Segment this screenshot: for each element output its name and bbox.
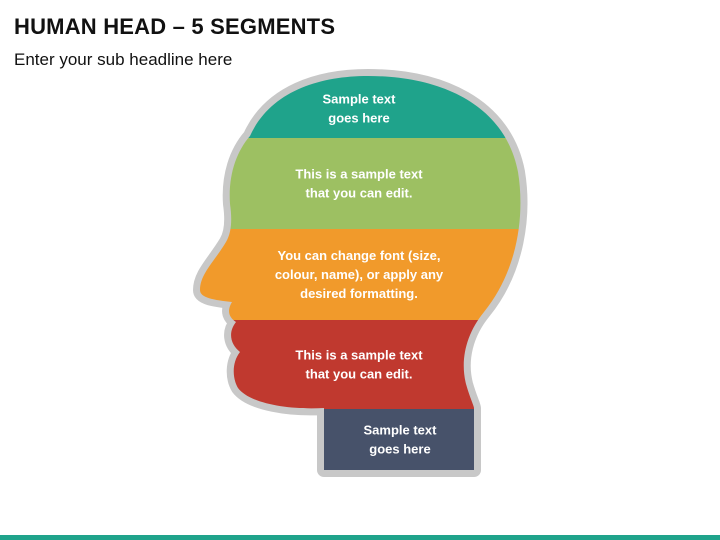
- segment-5-line-2: goes here: [369, 442, 430, 457]
- segment-2-line-2: that you can edit.: [306, 186, 413, 201]
- segment-4-line-2: that you can edit.: [306, 367, 413, 382]
- head-segment-3: [200, 229, 521, 320]
- segment-5-line-1: Sample text: [364, 423, 438, 438]
- segment-1-line-2: goes here: [328, 111, 389, 126]
- segment-3-label: You can change font (size, colour, name),…: [275, 248, 444, 301]
- segment-2-label: This is a sample text that you can edit.: [295, 167, 423, 201]
- page-title: HUMAN HEAD – 5 SEGMENTS: [14, 14, 336, 39]
- segment-3-line-3: desired formatting.: [300, 286, 418, 301]
- head-segment-5: [200, 409, 521, 470]
- segment-5-label: Sample text goes here: [364, 423, 438, 457]
- segment-4-label: This is a sample text that you can edit.: [295, 348, 423, 382]
- segment-3-line-2: colour, name), or apply any: [275, 267, 444, 282]
- head-segment-4: [200, 320, 521, 409]
- segment-2-line-1: This is a sample text: [295, 167, 423, 182]
- footer-bar: [0, 535, 720, 540]
- head-segment-2: [200, 138, 521, 229]
- segment-1-label: Sample text goes here: [323, 92, 397, 126]
- page-subtitle: Enter your sub headline here: [14, 50, 233, 69]
- segment-3-line-1: You can change font (size,: [277, 248, 440, 263]
- segment-4-line-1: This is a sample text: [295, 348, 423, 363]
- segment-1-line-1: Sample text: [323, 92, 397, 107]
